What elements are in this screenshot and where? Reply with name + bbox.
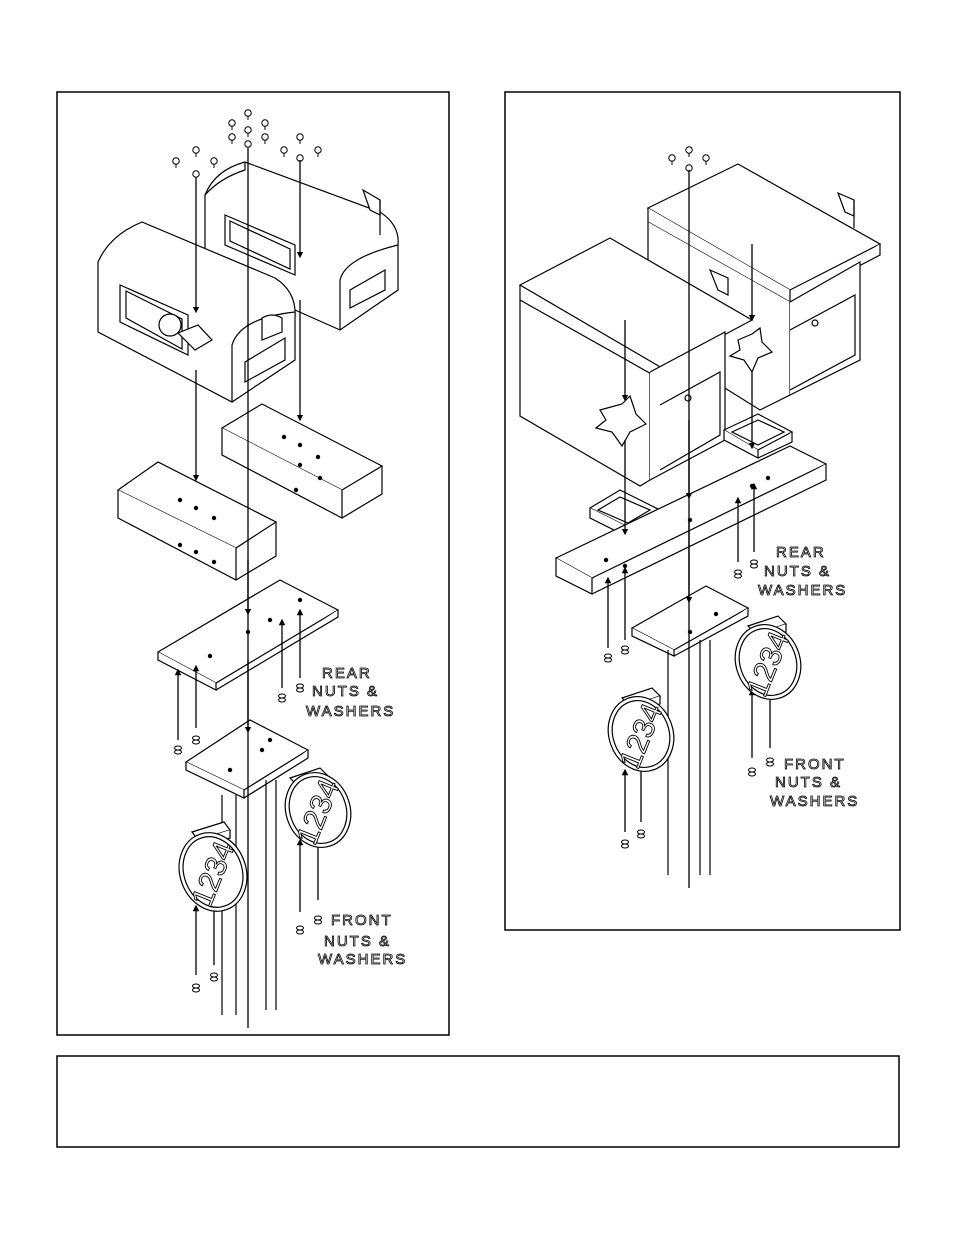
right-rear-label-line3: WASHERS: [758, 582, 847, 599]
left-front-sleeve: [116, 461, 278, 581]
left-number-plate-front: [178, 821, 248, 912]
right-front-label-line3: WASHERS: [770, 793, 859, 810]
right-front-label-line2: NUTS &: [775, 774, 842, 791]
left-front-label-line2: NUTS &: [324, 933, 391, 950]
right-posts: [667, 640, 711, 875]
right-number-plate-rear: [734, 615, 802, 700]
left-lower-plate: [184, 719, 310, 799]
left-front-label-line3: WASHERS: [318, 951, 407, 968]
right-front-label-line1: FRONT: [784, 756, 846, 773]
right-lower-plate: [630, 585, 750, 657]
caption-box: [56, 1055, 900, 1148]
left-number-plate-rear: [284, 767, 352, 848]
right-rear-label-line1: REAR: [776, 544, 826, 561]
right-rear-label-line2: NUTS &: [764, 563, 831, 580]
left-rear-label-line2: NUTS &: [312, 683, 379, 700]
left-rear-label-line1: REAR: [322, 665, 372, 682]
right-number-plate-front: [607, 687, 675, 772]
left-arrows: [174, 148, 322, 1028]
right-front-mailbox: [518, 237, 754, 487]
left-rear-label-line3: WASHERS: [306, 703, 395, 720]
right-arrows: [604, 170, 774, 888]
left-rear-sleeve: [220, 403, 384, 519]
right-cross-arm: [554, 445, 828, 595]
left-front-label-line1: FRONT: [331, 912, 393, 929]
